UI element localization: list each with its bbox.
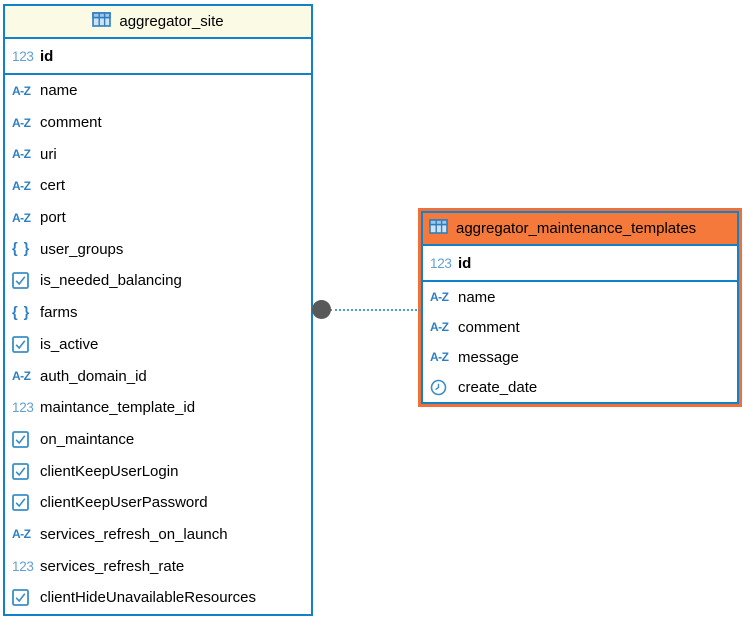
column-row-message[interactable]: A-Z message	[423, 342, 737, 372]
entity-table-aggregator-maintenance-templates[interactable]: aggregator_maintenance_templates 123 id A…	[418, 208, 742, 407]
column-row-uri[interactable]: A-Z uri	[5, 138, 311, 170]
column-row-auth_domain_id[interactable]: A-Z auth_domain_id	[5, 360, 311, 392]
column-row-maintance_template_id[interactable]: 123 maintance_template_id	[5, 392, 311, 424]
column-name: on_maintance	[40, 430, 135, 448]
string-type-icon: A-Z	[12, 178, 31, 193]
numeric-type-icon: 123	[12, 558, 34, 574]
column-row-farms[interactable]: { } farms	[5, 297, 311, 329]
json-type-icon: { }	[12, 304, 31, 321]
column-name: comment	[458, 318, 520, 336]
primary-key-section: 123 id	[423, 246, 737, 282]
column-name: comment	[40, 114, 102, 132]
primary-key-section: 123 id	[5, 39, 311, 75]
column-row-services_refresh_on_launch[interactable]: A-Z services_refresh_on_launch	[5, 519, 311, 551]
boolean-type-icon	[12, 335, 37, 353]
column-row-services_refresh_rate[interactable]: 123 services_refresh_rate	[5, 550, 311, 582]
column-name: services_refresh_on_launch	[40, 525, 228, 543]
column-row-clientKeepUserPassword[interactable]: clientKeepUserPassword	[5, 487, 311, 519]
numeric-type-icon: 123	[12, 48, 34, 64]
column-row-comment[interactable]: A-Z comment	[5, 107, 311, 139]
column-name: clientHideUnavailableResources	[40, 589, 256, 607]
column-row-cert[interactable]: A-Z cert	[5, 170, 311, 202]
column-name: name	[458, 288, 496, 306]
column-name: uri	[40, 145, 57, 163]
column-name: farms	[40, 304, 78, 322]
column-row-port[interactable]: A-Z port	[5, 202, 311, 234]
relation-connector-line[interactable]	[330, 309, 421, 311]
column-row-on_maintance[interactable]: on_maintance	[5, 424, 311, 456]
table-icon	[429, 219, 448, 238]
column-row-id[interactable]: 123 id	[423, 246, 737, 280]
column-row-is_active[interactable]: is_active	[5, 329, 311, 361]
column-row-user_groups[interactable]: { } user_groups	[5, 233, 311, 265]
datetime-type-icon	[430, 379, 455, 396]
table-header[interactable]: aggregator_site	[5, 6, 311, 39]
string-type-icon: A-Z	[12, 369, 31, 384]
numeric-type-icon: 123	[12, 400, 34, 416]
column-name: services_refresh_rate	[40, 557, 185, 575]
boolean-type-icon	[12, 494, 37, 512]
column-name: port	[40, 209, 66, 227]
column-name: user_groups	[40, 240, 124, 258]
string-type-icon: A-Z	[12, 527, 31, 542]
table-title: aggregator_site	[119, 13, 224, 30]
boolean-type-icon	[12, 272, 37, 290]
boolean-type-icon	[12, 589, 37, 607]
relation-connector-dot[interactable]	[312, 300, 331, 319]
string-type-icon: A-Z	[12, 210, 31, 225]
column-name: clientKeepUserLogin	[40, 462, 179, 480]
numeric-type-icon: 123	[430, 255, 452, 271]
column-name: create_date	[458, 378, 538, 396]
column-row-clientHideUnavailableResources[interactable]: clientHideUnavailableResources	[5, 582, 311, 614]
string-type-icon: A-Z	[430, 290, 449, 304]
table-icon	[92, 12, 112, 31]
column-name: clientKeepUserPassword	[40, 494, 208, 512]
column-row-name[interactable]: A-Z name	[423, 282, 737, 312]
boolean-type-icon	[12, 462, 37, 480]
column-name: maintance_template_id	[40, 399, 196, 417]
column-name: is_needed_balancing	[40, 272, 182, 290]
column-name: id	[458, 254, 472, 272]
column-row-comment[interactable]: A-Z comment	[423, 312, 737, 342]
column-name: id	[40, 47, 54, 65]
string-type-icon: A-Z	[430, 320, 449, 334]
table-title: aggregator_maintenance_templates	[456, 220, 697, 237]
string-type-icon: A-Z	[12, 147, 31, 162]
column-row-name[interactable]: A-Z name	[5, 75, 311, 107]
column-name: cert	[40, 177, 66, 195]
column-row-id[interactable]: 123 id	[5, 39, 311, 73]
string-type-icon: A-Z	[12, 115, 31, 130]
boolean-type-icon	[12, 431, 37, 448]
column-name: auth_domain_id	[40, 367, 147, 385]
json-type-icon: { }	[12, 241, 31, 258]
column-name: is_active	[40, 335, 99, 353]
table-header[interactable]: aggregator_maintenance_templates	[423, 213, 737, 246]
string-type-icon: A-Z	[12, 83, 31, 98]
string-type-icon: A-Z	[430, 350, 449, 364]
column-name: name	[40, 82, 78, 100]
column-name: message	[458, 348, 519, 366]
column-row-create_date[interactable]: create_date	[423, 372, 737, 402]
column-row-is_needed_balancing[interactable]: is_needed_balancing	[5, 265, 311, 297]
column-row-clientKeepUserLogin[interactable]: clientKeepUserLogin	[5, 455, 311, 487]
